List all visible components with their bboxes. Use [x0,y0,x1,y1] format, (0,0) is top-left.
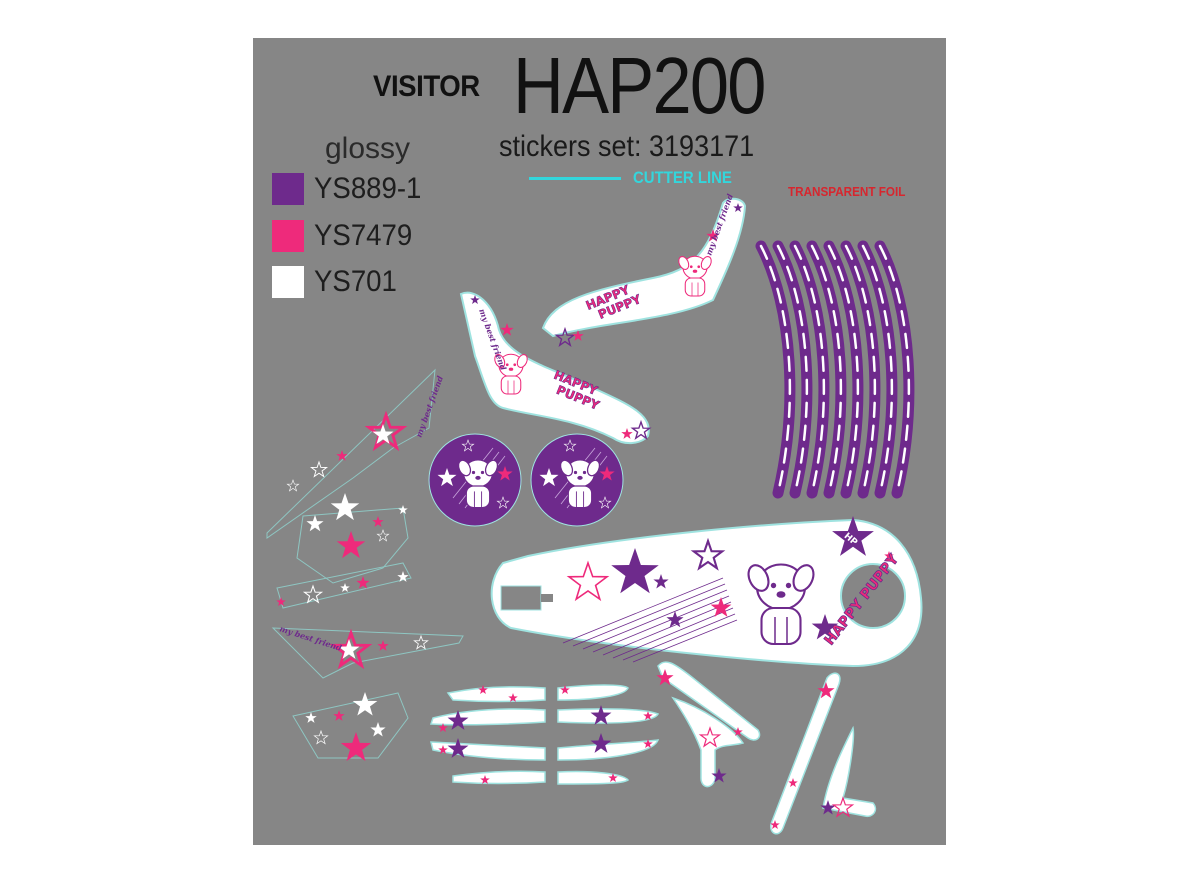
cutter-line-legend: CUTTER LINE [529,168,745,188]
transparent-foil-label: TRANSPARENT FOIL [788,184,906,199]
cutter-line-label: CUTTER LINE [633,168,732,187]
foil-stars-left: my best friend my best friend [276,374,445,761]
color-code: YS889-1 [314,172,422,205]
svg-text:my best friend: my best friend [413,374,445,439]
sticker-set-number: stickers set: 3193171 [499,130,755,163]
color-swatch-pink [272,220,304,252]
svg-text:my best friend: my best friend [278,623,343,653]
legend-row-ys7479: YS7479 [272,219,421,253]
round-sticker-1 [428,433,522,527]
color-code: YS701 [314,265,397,298]
color-swatch-white [272,266,304,298]
round-sticker-2 [530,433,624,527]
rim-stripes [755,240,915,499]
sticker-sheet: VISITOR HAP200 stickers set: 3193171 glo… [253,38,946,845]
brand-label: VISITOR [373,70,480,103]
cutter-line-sample [529,176,621,180]
color-swatch-purple [272,173,304,205]
legend-row-ys701: YS701 [272,265,404,299]
color-code: YS7479 [314,219,413,252]
fender-strips [429,661,877,835]
legend-row-ys889: YS889-1 [272,172,431,206]
finish-label: glossy [325,132,411,165]
foil-pieces-left [266,368,464,759]
model-title: HAP200 [513,41,766,130]
chainguard-sticker: HP HAPPY PUPPY [490,516,923,668]
